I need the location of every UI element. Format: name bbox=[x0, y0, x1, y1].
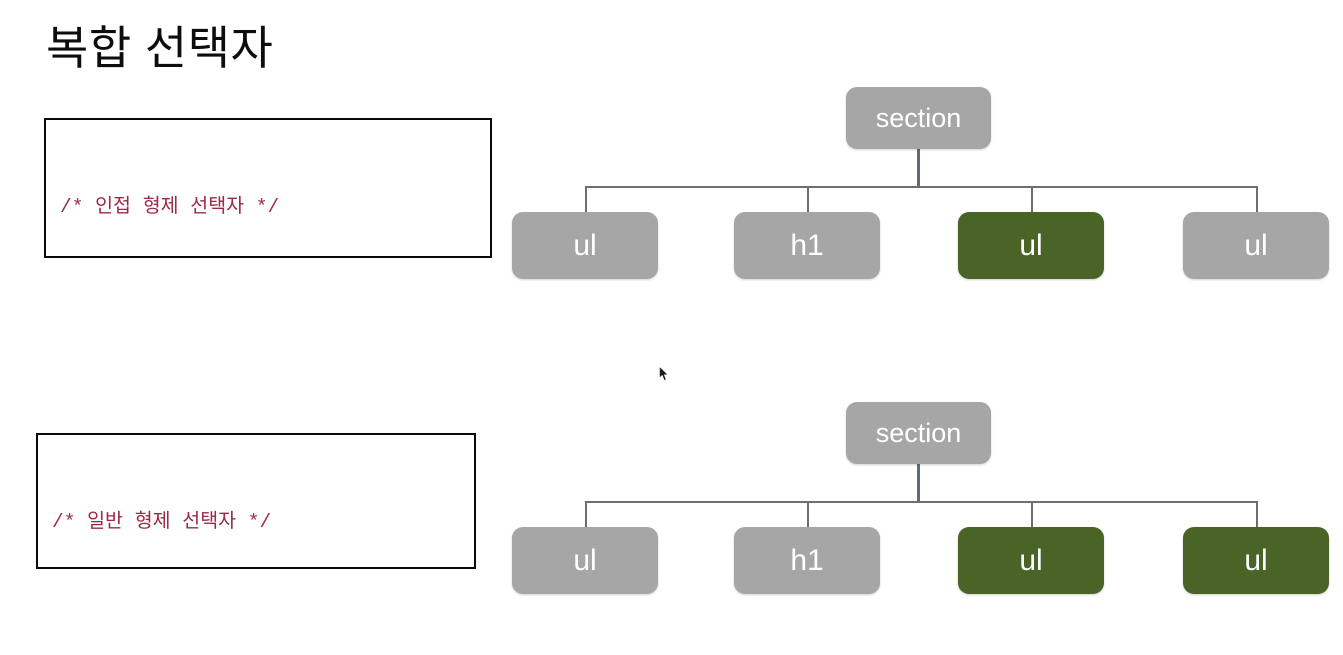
code-block-adjacent-sibling: /* 인접 형제 선택자 */ h1+ul { background: blue… bbox=[44, 118, 492, 258]
code-line-comment: /* 인접 형제 선택자 */ bbox=[60, 192, 490, 223]
connector-root-stem bbox=[917, 148, 920, 188]
connector-drop-3 bbox=[1031, 501, 1033, 529]
connector-drop-3 bbox=[1031, 186, 1033, 214]
connector-horizontal-bus bbox=[585, 501, 1258, 503]
tree-node-ul-1[interactable]: ul bbox=[512, 212, 658, 279]
dom-tree-general-sibling: section ul h1 ul ul bbox=[0, 315, 1343, 655]
tree-node-ul-3[interactable]: ul bbox=[1183, 527, 1329, 594]
page-title: 복합 선택자 bbox=[46, 22, 274, 74]
tree-node-ul-3[interactable]: ul bbox=[1183, 212, 1329, 279]
code-token-comment: /* 인접 형제 선택자 */ bbox=[60, 196, 280, 218]
connector-drop-2 bbox=[807, 186, 809, 214]
dom-tree-adjacent-sibling: section ul h1 ul ul bbox=[512, 87, 1329, 279]
tree-node-h1[interactable]: h1 bbox=[734, 527, 880, 594]
connector-drop-1 bbox=[585, 501, 587, 529]
tree-node-ul-2[interactable]: ul bbox=[958, 212, 1104, 279]
code-block-general-sibling: /* 일반 형제 선택자 */ h1~ul { background: gree… bbox=[36, 433, 476, 569]
code-token-comment: /* 일반 형제 선택자 */ bbox=[52, 511, 272, 533]
tree-node-section[interactable]: section bbox=[846, 402, 991, 464]
connector-drop-1 bbox=[585, 186, 587, 214]
tree-node-section[interactable]: section bbox=[846, 87, 991, 149]
code-line-comment: /* 일반 형제 선택자 */ bbox=[52, 507, 474, 538]
tree-node-h1[interactable]: h1 bbox=[734, 212, 880, 279]
connector-root-stem bbox=[917, 463, 920, 503]
connector-drop-2 bbox=[807, 501, 809, 529]
connector-drop-4 bbox=[1256, 186, 1258, 214]
tree-node-ul-2[interactable]: ul bbox=[958, 527, 1104, 594]
tree-node-ul-1[interactable]: ul bbox=[512, 527, 658, 594]
connector-horizontal-bus bbox=[585, 186, 1258, 188]
connector-drop-4 bbox=[1256, 501, 1258, 529]
